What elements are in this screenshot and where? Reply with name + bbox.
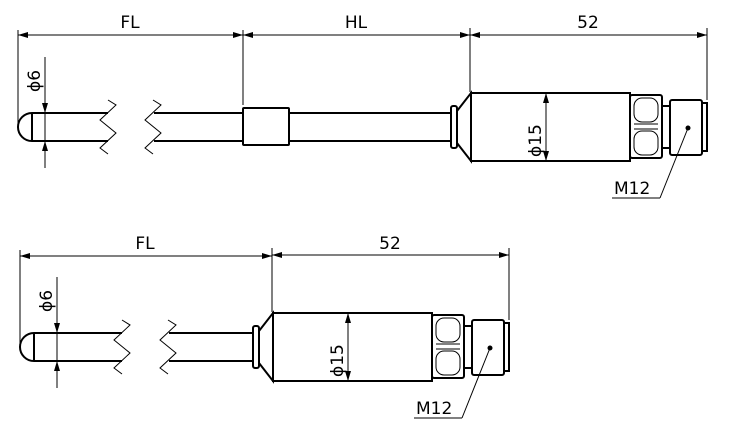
sensor-body (253, 248, 509, 418)
fl-label: FL (135, 234, 155, 254)
thread-label: M12 (416, 399, 452, 419)
thread-label: M12 (614, 179, 650, 199)
sleeve (242, 107, 290, 146)
break-line (113, 319, 131, 375)
break-line (144, 99, 162, 155)
bottom-drawing: FL 52 ϕ6 ϕ15 M12 (19, 234, 509, 419)
body-diameter-label: ϕ15 (328, 344, 348, 377)
hl-label: HL (345, 13, 368, 33)
length-label: 52 (577, 13, 599, 33)
top-drawing: FL HL 52 ϕ6 ϕ15 M12 (17, 13, 707, 199)
probe-tip (19, 331, 35, 363)
break-line (99, 99, 117, 155)
probe-diameter-label: ϕ6 (37, 290, 57, 312)
break-line (159, 319, 177, 375)
probe-tip (17, 111, 33, 143)
body-diameter-label: ϕ15 (526, 124, 546, 157)
sensor-body (451, 28, 707, 198)
length-label: 52 (379, 234, 401, 254)
fl-label: FL (120, 13, 140, 33)
probe-diameter-label: ϕ6 (25, 70, 45, 92)
